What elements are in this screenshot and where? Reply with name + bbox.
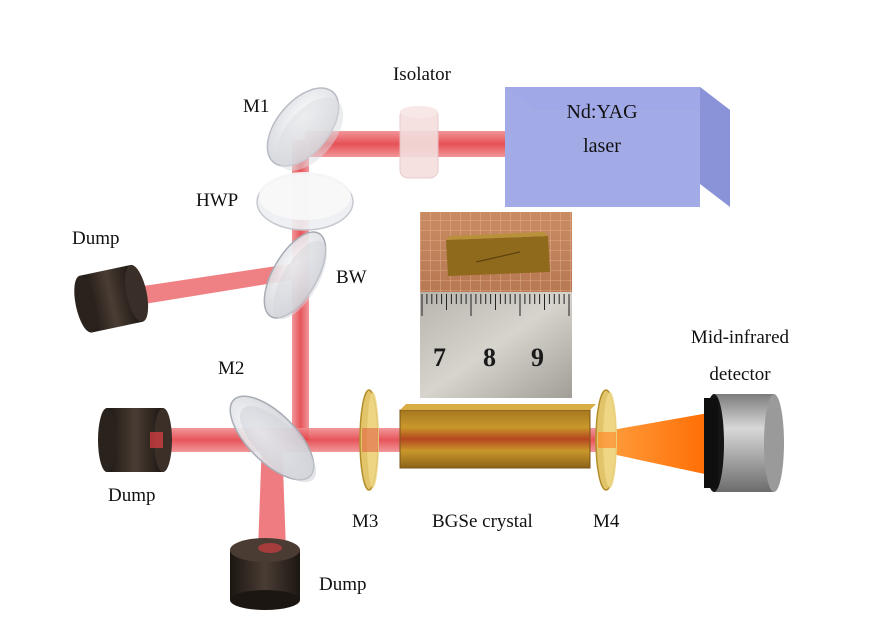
mirror-m4: M4 <box>593 389 620 532</box>
ruler-ticks <box>421 294 570 316</box>
m4-label: M4 <box>593 511 620 532</box>
laser-front-face <box>505 87 700 207</box>
laser-label-line2: laser <box>583 135 621 157</box>
ruler-number-8: 8 <box>483 343 496 372</box>
nd-yag-laser: Nd:YAG laser <box>505 87 730 207</box>
crystal-body <box>400 410 590 468</box>
isolator-body <box>399 107 439 179</box>
crystal-label: BGSe crystal <box>432 511 533 532</box>
mirror-m1: M1 <box>243 87 344 171</box>
bw-label: BW <box>336 267 367 288</box>
mirror-m2: M2 <box>218 358 317 483</box>
isolator-label: Isolator <box>393 64 452 85</box>
crystal-photo-inset: 7 8 9 <box>420 212 572 398</box>
dump-mid-left-label: Dump <box>108 485 156 506</box>
hwp-label: HWP <box>196 190 238 211</box>
laser-side-face <box>700 87 730 207</box>
dump-bottom-label: Dump <box>319 574 367 595</box>
beam-bw-to-dump <box>130 264 292 306</box>
beam-dump-mid-left: Dump <box>98 408 172 506</box>
half-wave-plate: HWP <box>196 172 354 231</box>
ruler-number-7: 7 <box>433 343 446 372</box>
beam-dump-bottom: Dump <box>230 538 367 610</box>
dump-top-left-label: Dump <box>72 228 120 249</box>
mid-ir-beam <box>612 412 714 476</box>
mirror-m3: M3 <box>352 389 379 532</box>
detector-label-line2: detector <box>709 364 771 385</box>
beam-dump-top-left: Dump <box>72 228 149 333</box>
isolator: Isolator <box>393 64 452 179</box>
mid-infrared-detector: Mid-infrared detector <box>691 327 790 492</box>
photo-crystal-sample <box>446 236 550 276</box>
detector-label-line1: Mid-infrared <box>691 327 790 348</box>
m2-label: M2 <box>218 358 244 379</box>
laser-label-line1: Nd:YAG <box>566 101 637 123</box>
m1-label: M1 <box>243 96 269 117</box>
bgse-crystal: BGSe crystal <box>399 404 596 532</box>
m3-label: M3 <box>352 511 378 532</box>
ruler-number-9: 9 <box>531 343 544 372</box>
brewster-window: BW <box>263 231 367 320</box>
